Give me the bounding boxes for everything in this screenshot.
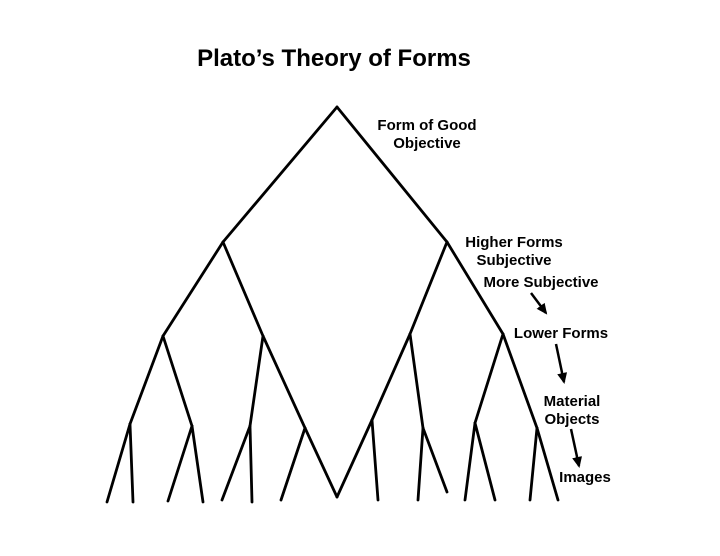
label-line: Lower Forms [513, 325, 609, 342]
label-line: Objects [544, 411, 600, 428]
tree-branch-line [221, 240, 265, 338]
label-higher-forms: Higher Forms Subjective [465, 234, 563, 270]
label-more-subjective: More Subjective [483, 274, 598, 292]
label-line: Images [559, 469, 611, 486]
label-line: Subjective [476, 252, 552, 269]
tree-branch-line [220, 424, 252, 502]
tree-branch-line [335, 418, 374, 499]
tree-branch-line [190, 424, 205, 504]
tree-branch-line [128, 334, 165, 426]
tree-branch-line [445, 240, 505, 336]
tree-branch-line [166, 424, 194, 503]
tree-branch-line [463, 421, 477, 502]
tree-branch-line [370, 332, 412, 422]
tree-lines [105, 105, 560, 504]
label-material-objects: Material Objects [544, 393, 601, 429]
tree-branch-line [161, 334, 194, 428]
tree-branch-line [535, 426, 560, 502]
label-line: Higher Forms [465, 234, 563, 251]
label-lower-forms: Lower Forms [514, 325, 608, 343]
tree-branch-line [303, 426, 339, 499]
tree-branch-line [128, 422, 135, 504]
label-form-of-good: Form of Good Objective [377, 117, 476, 153]
tree-branch-line [105, 422, 132, 504]
tree-branch-line [335, 105, 449, 244]
label-line: More Subjective [483, 274, 599, 291]
tree-branch-line [473, 421, 497, 502]
tree-branch-line [261, 334, 307, 430]
tree-branch-line [161, 240, 225, 338]
arrow-lower-forms-to-material-objects [554, 343, 568, 384]
tree-branch-line [528, 426, 539, 502]
tree-branch-line [248, 334, 265, 428]
tree-branch-line [501, 332, 539, 430]
tree-branch-line [279, 426, 307, 502]
label-images: Images [559, 469, 611, 487]
tree-branch-line [408, 240, 449, 336]
tree-branch-line [416, 426, 425, 502]
tree-branch-line [370, 418, 380, 502]
tree-branch-line [408, 332, 425, 430]
label-line: Form of Good [377, 117, 477, 134]
arrow-material-objects-to-images [569, 428, 582, 468]
page-title: Plato’s Theory of Forms [197, 45, 471, 72]
label-line: Material [543, 393, 601, 410]
tree-branch-line [248, 424, 254, 504]
arrow-more-subjective-to-lower-forms [530, 292, 548, 315]
tree-branch-line [473, 332, 505, 425]
tree-branch-line [221, 105, 339, 244]
tree-branch-line [421, 426, 449, 494]
hierarchy-arrows [530, 292, 582, 468]
label-line: Objective [393, 135, 461, 152]
